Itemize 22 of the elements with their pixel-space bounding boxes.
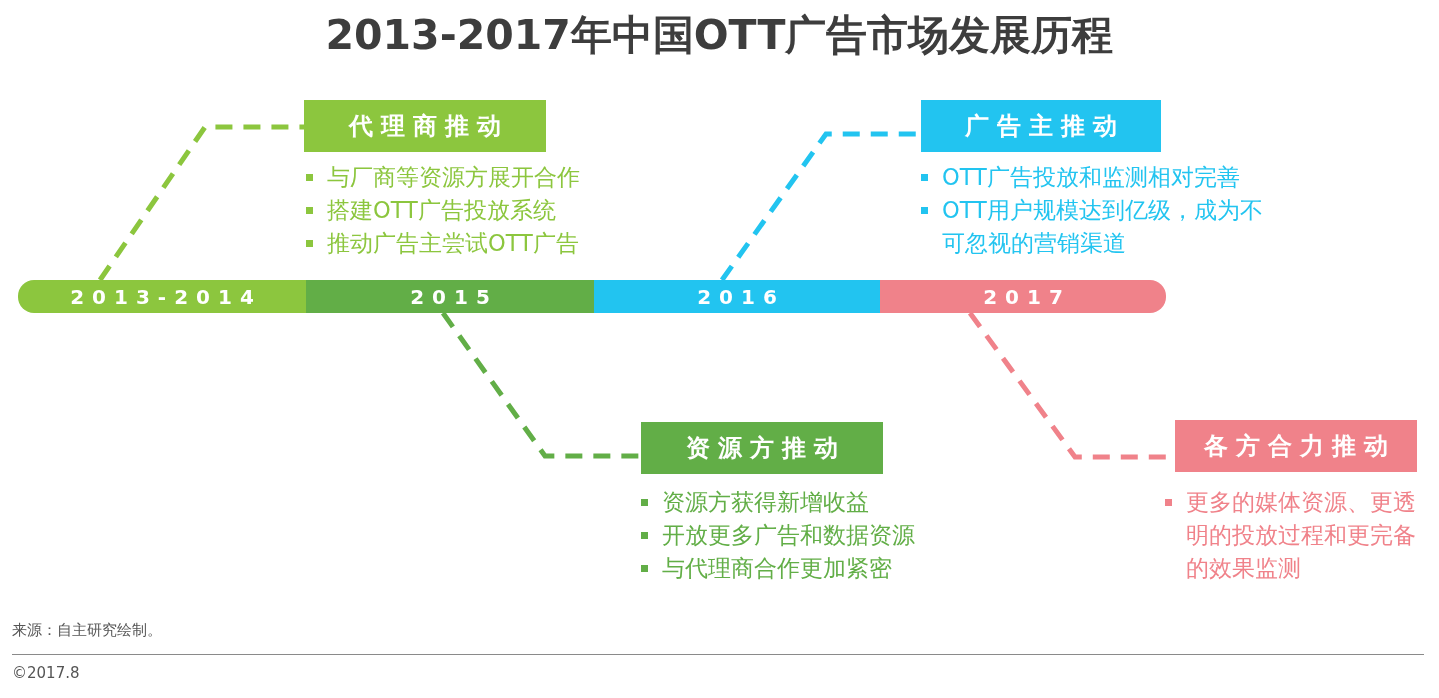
source-note: 来源：自主研究绘制。 bbox=[12, 620, 162, 640]
timeline-segment: 2016 bbox=[594, 280, 880, 313]
bullet-text: OTT用户规模达到亿级，成为不可忽视的营销渠道 bbox=[942, 196, 1264, 258]
stage-heading-box: 各方合力推动 bbox=[1175, 420, 1417, 472]
copyright-text: ©2017.8 bbox=[12, 663, 80, 683]
dashed-connector bbox=[440, 311, 641, 459]
timeline-segment: 2013-2014 bbox=[18, 280, 306, 313]
bullet-text: 资源方获得新增收益 bbox=[662, 488, 869, 517]
bullet-text: 与代理商合作更加紧密 bbox=[662, 554, 892, 583]
bullet-text: OTT广告投放和监测相对完善 bbox=[942, 163, 1240, 192]
stage-heading-box: 资源方推动 bbox=[641, 422, 883, 474]
stage-heading-box: 代理商推动 bbox=[304, 100, 546, 152]
stage-heading-box: 广告主推动 bbox=[921, 100, 1161, 152]
title: 2013-2017年中国OTT广告市场发展历程 bbox=[325, 10, 1114, 60]
bullet-text: 推动广告主尝试OTT广告 bbox=[327, 229, 579, 258]
timeline-segment: 2017 bbox=[880, 280, 1166, 313]
bullet-text: 更多的媒体资源、更透明的投放过程和更完备的效果监测 bbox=[1186, 488, 1417, 583]
bullet-text: 与厂商等资源方展开合作 bbox=[327, 163, 580, 192]
dashed-connector bbox=[97, 124, 304, 282]
bullet-text: 开放更多广告和数据资源 bbox=[662, 521, 915, 550]
timeline-segment: 2015 bbox=[306, 280, 594, 313]
bullet-text: 搭建OTT广告投放系统 bbox=[327, 196, 556, 225]
